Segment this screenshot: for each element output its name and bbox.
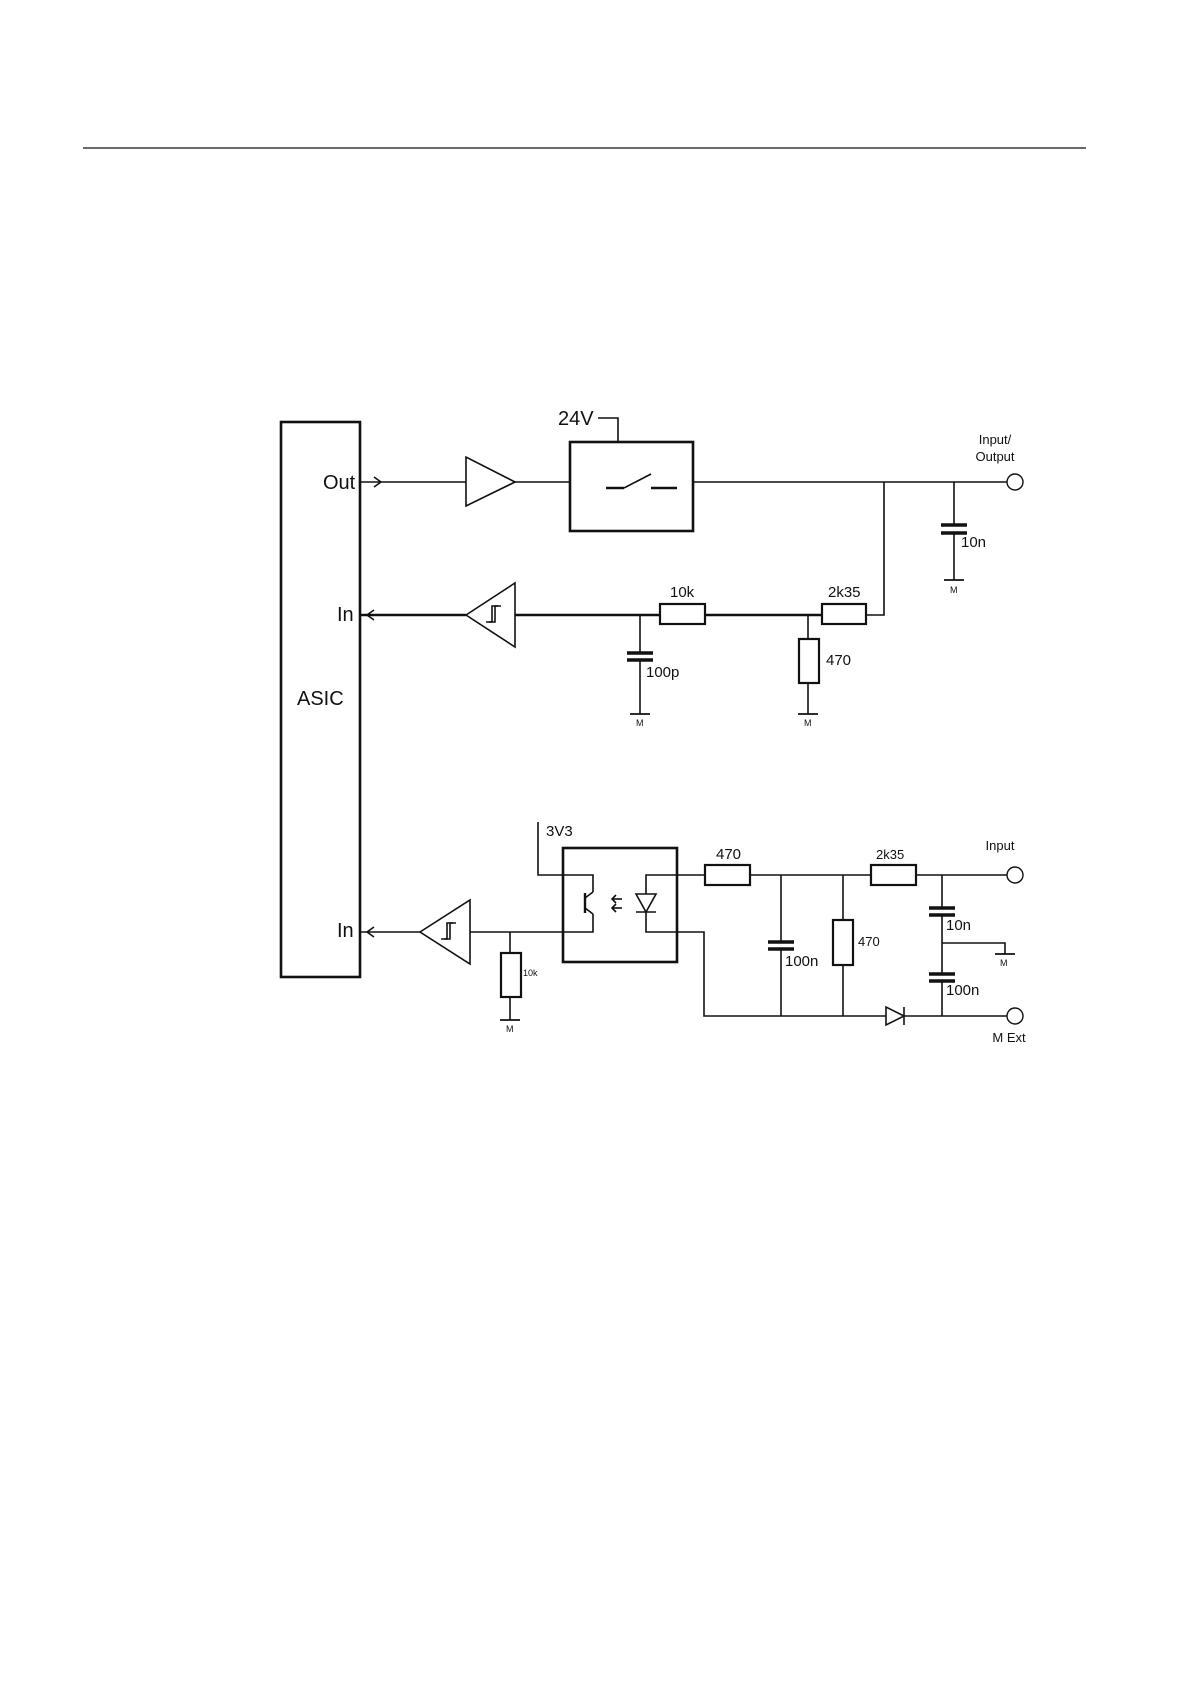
supply-24v-label: 24V	[558, 408, 594, 430]
schmitt-trigger-icon	[466, 583, 515, 647]
svg-text:470: 470	[826, 652, 851, 669]
input-output-terminal[interactable]	[1007, 474, 1023, 490]
io-terminal-label-2: Output	[975, 449, 1014, 464]
resistor-2k35-bottom	[871, 865, 916, 885]
svg-text:M: M	[636, 718, 644, 728]
optocoupler	[563, 848, 677, 962]
svg-text:2k35: 2k35	[876, 847, 904, 862]
in-pin-label-top: In	[337, 604, 354, 626]
svg-text:470: 470	[858, 934, 880, 949]
resistor-10k-top	[660, 604, 705, 624]
diode-icon	[886, 1007, 904, 1025]
high-side-switch	[570, 442, 693, 531]
resistor-470-shunt	[833, 920, 853, 965]
input-terminal-label: Input	[986, 838, 1015, 853]
resistor-470-top	[799, 639, 819, 683]
output-channel: 24V Input/ Output M 10n	[360, 408, 1023, 595]
supply-24v-wire	[598, 418, 618, 442]
svg-text:100n: 100n	[946, 982, 979, 999]
svg-text:10k: 10k	[523, 968, 538, 978]
output-buffer-icon	[466, 457, 515, 506]
svg-text:100p: 100p	[646, 664, 679, 681]
svg-text:100n: 100n	[785, 953, 818, 970]
svg-text:M: M	[950, 585, 958, 595]
supply-3v3-label: 3V3	[546, 823, 573, 840]
in-pin-label-bottom: In	[337, 920, 354, 942]
resistor-2k35-top	[822, 604, 866, 624]
svg-text:M: M	[506, 1024, 514, 1034]
m-ext-terminal-label: M Ext	[992, 1030, 1026, 1045]
io-terminal-label-1: Input/	[979, 432, 1012, 447]
asic-label: ASIC	[297, 688, 344, 710]
input-terminal[interactable]	[1007, 867, 1023, 883]
resistor-10k-bottom	[501, 953, 521, 997]
svg-text:10n: 10n	[946, 917, 971, 934]
m-ext-terminal[interactable]	[1007, 1008, 1023, 1024]
input-channel-bottom: M 10k 3V3 470 2k35 Input M	[360, 822, 1026, 1045]
svg-text:10n: 10n	[961, 534, 986, 551]
svg-text:2k35: 2k35	[828, 584, 861, 601]
schmitt-trigger-icon	[420, 900, 470, 964]
svg-text:M: M	[804, 718, 812, 728]
out-pin-label: Out	[323, 472, 356, 494]
svg-text:M: M	[1000, 958, 1008, 968]
svg-text:470: 470	[716, 846, 741, 863]
resistor-470-series	[705, 865, 750, 885]
svg-text:10k: 10k	[670, 584, 695, 601]
